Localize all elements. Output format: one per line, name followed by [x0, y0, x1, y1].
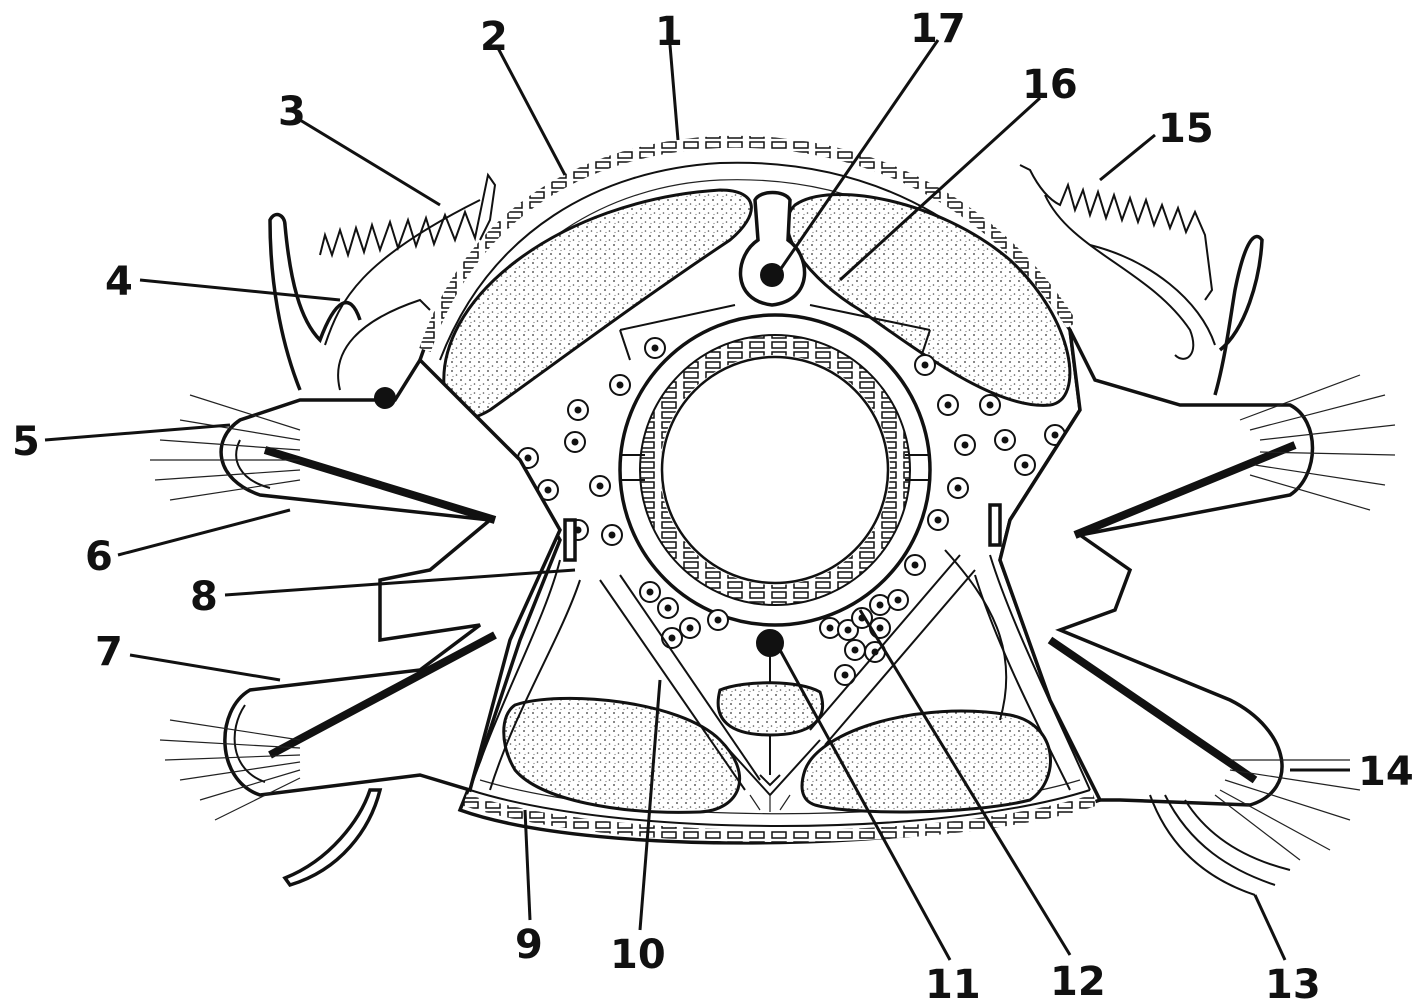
coelomocyte-nucleus-3 — [575, 407, 582, 414]
label-13: 13 — [1265, 962, 1321, 1005]
label-12: 12 — [1050, 959, 1106, 1005]
coelomocyte-nucleus-25 — [877, 625, 884, 632]
label-5: 5 — [12, 419, 40, 465]
label-16: 16 — [1022, 62, 1078, 108]
label-8: 8 — [190, 574, 218, 620]
coelomocyte-nucleus-6 — [545, 487, 552, 494]
coelomocyte-nucleus-32 — [647, 589, 654, 596]
coelomocyte-nucleus-16 — [962, 442, 969, 449]
coelomocyte-nucleus-4 — [572, 439, 579, 446]
coelomocyte-nucleus-9 — [609, 532, 616, 539]
coelomocyte-nucleus-29 — [687, 625, 694, 632]
label-9: 9 — [515, 922, 543, 968]
coelomocyte-nucleus-11 — [945, 402, 952, 409]
label-14: 14 — [1358, 749, 1414, 795]
coelomocyte-nucleus-20 — [877, 602, 884, 609]
coelomocyte-nucleus-22 — [827, 625, 834, 632]
coelomocyte-nucleus-5 — [525, 455, 532, 462]
coelomocyte-nucleus-10 — [922, 362, 929, 369]
label-10: 10 — [610, 932, 666, 978]
coelomocyte-nucleus-18 — [935, 517, 942, 524]
coelomocyte-nucleus-23 — [845, 627, 852, 634]
coelomocyte-nucleus-1 — [652, 345, 659, 352]
coelomocyte-nucleus-19 — [912, 562, 919, 569]
label-6: 6 — [85, 534, 113, 580]
label-17: 17 — [910, 6, 966, 52]
coelomocyte-nucleus-26 — [852, 647, 859, 654]
coelomocyte-nucleus-28 — [842, 672, 849, 679]
coelomocyte-nucleus-12 — [987, 402, 994, 409]
coelomocyte-nucleus-30 — [715, 617, 722, 624]
label-4: 4 — [105, 259, 133, 305]
coelomocyte-nucleus-7 — [597, 483, 604, 490]
label-1: 1 — [655, 9, 683, 55]
coelomocyte-nucleus-2 — [617, 382, 624, 389]
coelomocyte-nucleus-21 — [895, 597, 902, 604]
coelomocyte-nucleus-31 — [665, 605, 672, 612]
coelomocyte-nucleus-15 — [1022, 462, 1029, 469]
label-3: 3 — [278, 89, 306, 135]
label-2: 2 — [480, 14, 508, 60]
coelomocyte-nucleus-13 — [1002, 437, 1009, 444]
coelomocyte-nucleus-14 — [1052, 432, 1059, 439]
label-15: 15 — [1158, 106, 1214, 152]
intestine — [620, 315, 930, 625]
coelomocyte-nucleus-17 — [955, 485, 962, 492]
label-11: 11 — [925, 962, 981, 1005]
label-7: 7 — [95, 629, 123, 675]
coelomocyte-nucleus-33 — [669, 635, 676, 642]
